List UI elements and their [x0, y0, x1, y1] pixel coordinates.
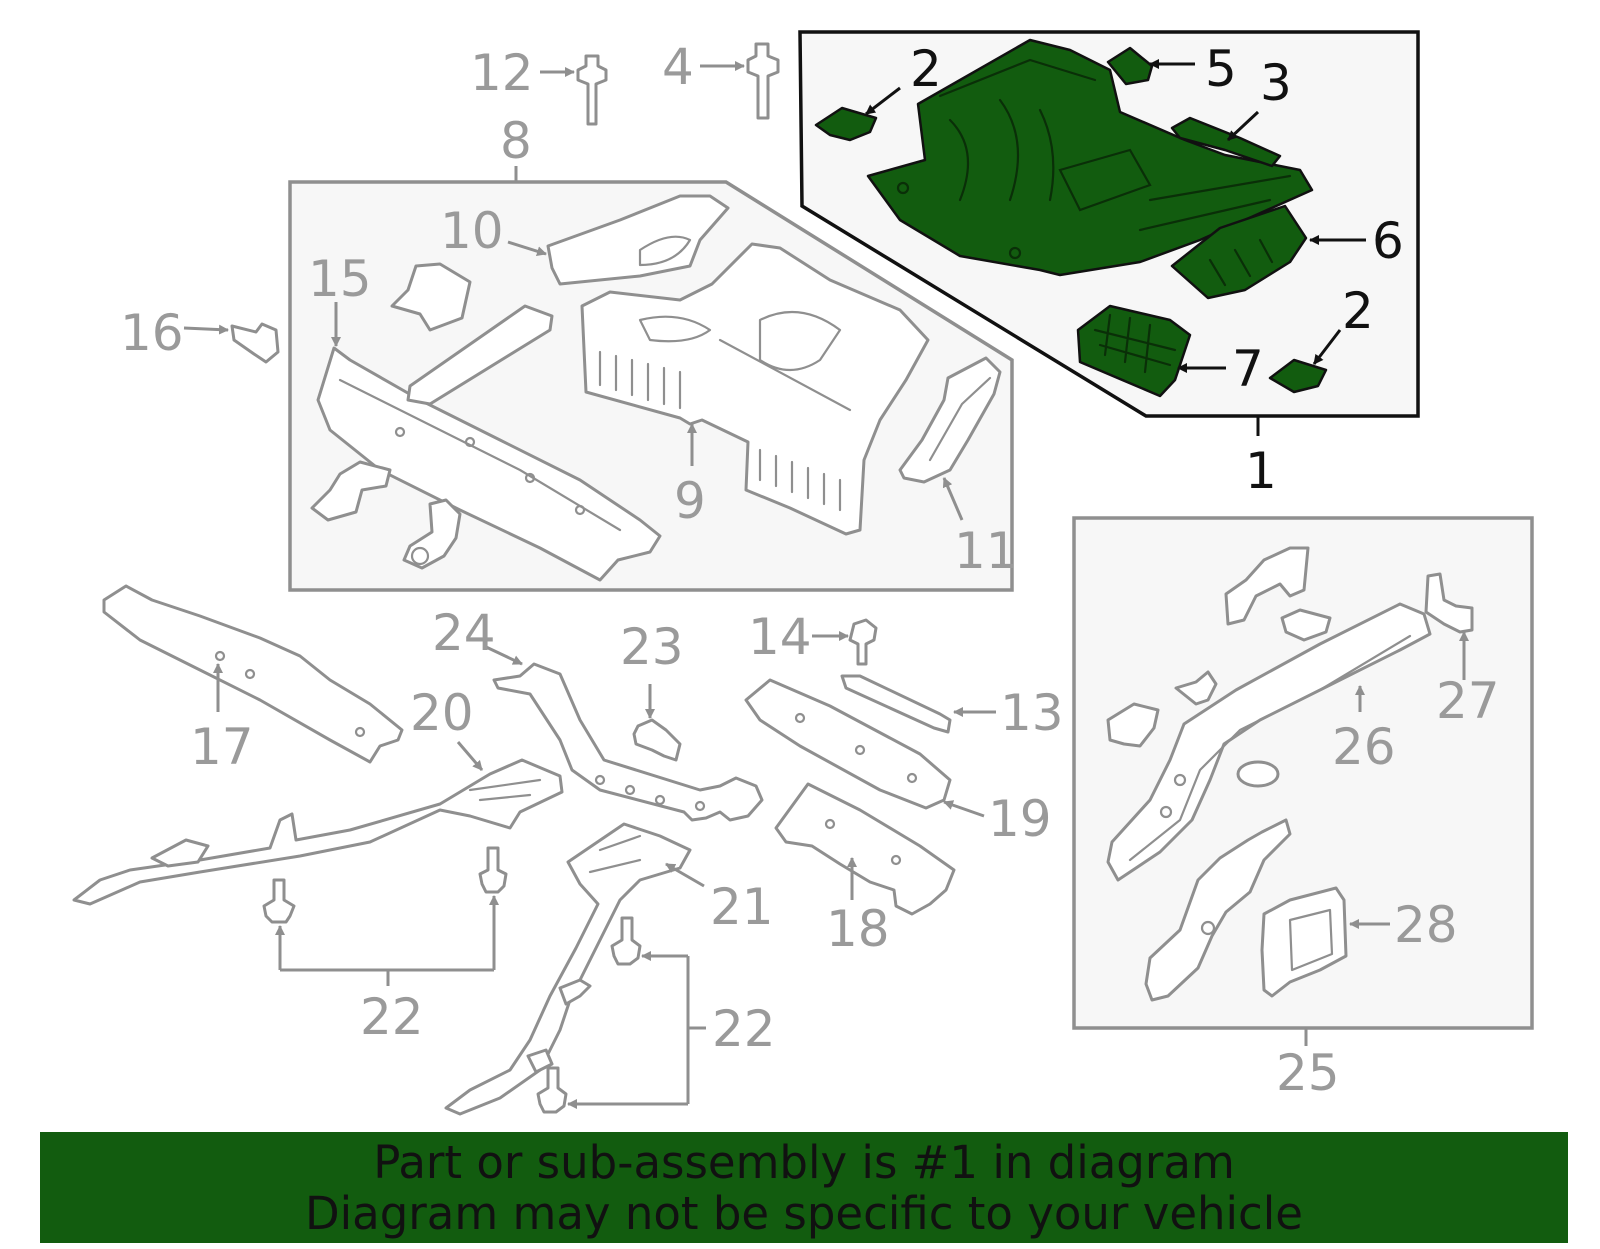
bracket-10-shape [546, 194, 730, 286]
callout-3: 3 [1260, 54, 1292, 112]
bracket-5-shape [1106, 46, 1154, 86]
part-19[interactable]: 19 [744, 678, 1052, 848]
callout-11: 11 [954, 522, 1018, 580]
callout-27: 27 [1436, 672, 1500, 730]
part-13[interactable]: 13 [840, 674, 1064, 742]
part-17[interactable]: 17 [102, 584, 404, 776]
part-21[interactable]: 21 [444, 822, 774, 1116]
bracket-8a-shape [310, 460, 392, 522]
callout-28: 28 [1394, 896, 1458, 954]
banner-line-1: Part or sub-assembly is #1 in diagram [373, 1135, 1235, 1189]
bolts-22-left[interactable]: 22 [262, 846, 508, 1046]
bolt-14[interactable]: 14 [748, 608, 878, 666]
callout-10: 10 [440, 202, 504, 260]
callout-2b: 2 [1342, 282, 1374, 340]
bracket-25b-shape [1280, 608, 1332, 642]
callout-12: 12 [470, 44, 534, 102]
callout-26: 26 [1332, 718, 1396, 776]
callout-13: 13 [1000, 684, 1064, 742]
part-20[interactable]: 20 [72, 684, 564, 906]
callout-19: 19 [988, 790, 1052, 848]
bracket-25c-shape [1174, 670, 1218, 706]
part-1-group[interactable]: 1 2 3 5 6 7 2 [798, 30, 1420, 500]
callout-25: 25 [1276, 1044, 1340, 1102]
callout-23: 23 [620, 618, 684, 676]
part-24[interactable]: 24 [432, 604, 764, 822]
callout-4: 4 [662, 38, 694, 96]
bracket-8b-shape [402, 498, 462, 570]
panel-28-shape [1260, 886, 1348, 998]
bolt-12[interactable]: 12 [470, 44, 608, 126]
callout-7: 7 [1232, 340, 1264, 398]
bolt-16[interactable]: 16 [120, 304, 280, 364]
callout-1: 1 [1245, 442, 1277, 500]
bracket-15a-shape [390, 262, 472, 332]
callout-17: 17 [190, 718, 254, 776]
callout-20: 20 [410, 684, 474, 742]
callout-2a: 2 [910, 40, 942, 98]
callout-15: 15 [308, 250, 372, 308]
crossmember-7-shape [1076, 304, 1192, 398]
callout-22a: 22 [360, 988, 424, 1046]
group-8[interactable]: 8 10 15 9 11 [288, 112, 1018, 592]
rail-25-lower-shape [1144, 818, 1292, 1002]
crossmember-15-shape [316, 346, 662, 582]
callout-6: 6 [1372, 212, 1404, 270]
banner-line-2: Diagram may not be specific to your vehi… [305, 1186, 1303, 1240]
bracket-2a-shape [814, 106, 878, 142]
bar-8-shape [406, 304, 554, 406]
bracket-11-shape [898, 356, 1002, 484]
callout-18: 18 [826, 900, 890, 958]
callout-9: 9 [674, 472, 706, 530]
bracket-27-shape [1424, 572, 1474, 634]
callout-22b: 22 [712, 1000, 776, 1058]
callout-21: 21 [710, 878, 774, 936]
part-18[interactable]: 18 [774, 782, 956, 958]
part-23[interactable]: 23 [620, 618, 684, 762]
callout-24: 24 [432, 604, 496, 662]
callout-16: 16 [120, 304, 184, 362]
panel-6-shape [1170, 204, 1308, 300]
bolts-22-right[interactable]: 22 [536, 916, 776, 1114]
bracket-25a-shape [1224, 546, 1310, 626]
bracket-25d-shape [1106, 702, 1160, 748]
callout-14: 14 [748, 608, 812, 666]
bracket-3-shape [1170, 116, 1282, 168]
callout-5: 5 [1205, 40, 1237, 98]
bracket-2b-shape [1268, 358, 1328, 394]
bolt-4[interactable]: 4 [662, 38, 780, 120]
callout-8: 8 [500, 112, 532, 170]
group-25[interactable]: 25 26 27 28 [1072, 516, 1534, 1102]
info-banner: Part or sub-assembly is #1 in diagram Di… [40, 1132, 1568, 1243]
